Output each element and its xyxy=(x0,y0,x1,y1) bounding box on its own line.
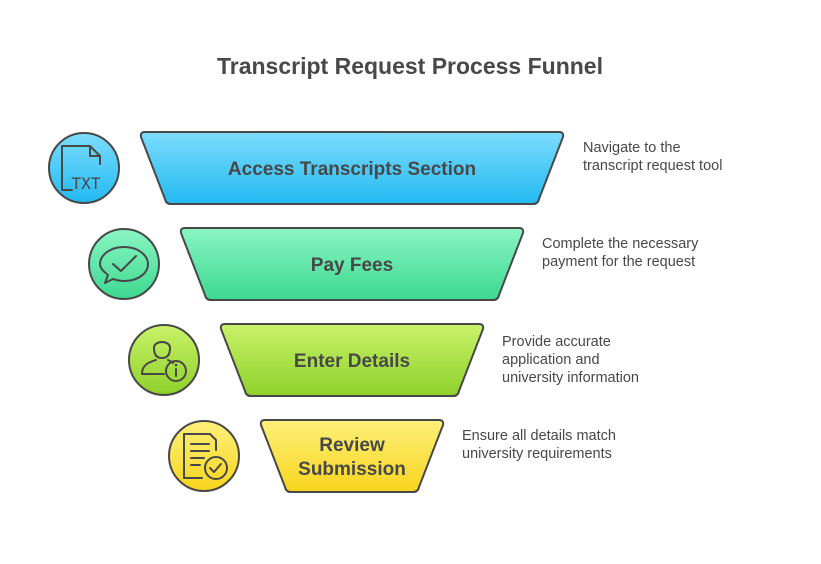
stage-description: Ensure all details match xyxy=(462,428,616,444)
stage-description: university requirements xyxy=(462,446,612,462)
funnel-band xyxy=(179,227,525,301)
stage-description: application and xyxy=(502,352,600,368)
txt-file-icon: TXT xyxy=(48,132,120,204)
stage-description: university information xyxy=(502,370,639,386)
svg-text:TXT: TXT xyxy=(72,174,101,193)
diagram-title: Transcript Request Process Funnel xyxy=(217,53,603,79)
stage-description: payment for the request xyxy=(542,254,695,270)
stage-description: Complete the necessary xyxy=(542,236,699,252)
funnel-stage: TXT Access Transcripts Section Navigate to… xyxy=(48,131,722,205)
chat-check-icon xyxy=(88,228,160,300)
stage-label: Enter Details xyxy=(294,351,410,372)
stage-label: Submission xyxy=(298,459,406,480)
stage-label: Review xyxy=(319,435,385,456)
funnel-stage: Pay Fees Complete the necessary payment fo… xyxy=(88,227,699,301)
funnel-stage: Enter Details Provide accurate application… xyxy=(128,323,639,397)
stage-label: Access Transcripts Section xyxy=(228,159,476,180)
funnel-band xyxy=(219,323,485,397)
stage-description: transcript request tool xyxy=(583,158,722,174)
funnel-band xyxy=(259,419,445,493)
stage-description: Provide accurate xyxy=(502,334,611,350)
funnel-stages: TXT Access Transcripts Section Navigate to… xyxy=(48,131,722,493)
funnel-band xyxy=(139,131,565,205)
document-check-icon xyxy=(168,420,240,492)
stage-description: Navigate to the xyxy=(583,140,681,156)
stage-label: Pay Fees xyxy=(311,255,393,276)
user-info-icon xyxy=(128,324,200,396)
